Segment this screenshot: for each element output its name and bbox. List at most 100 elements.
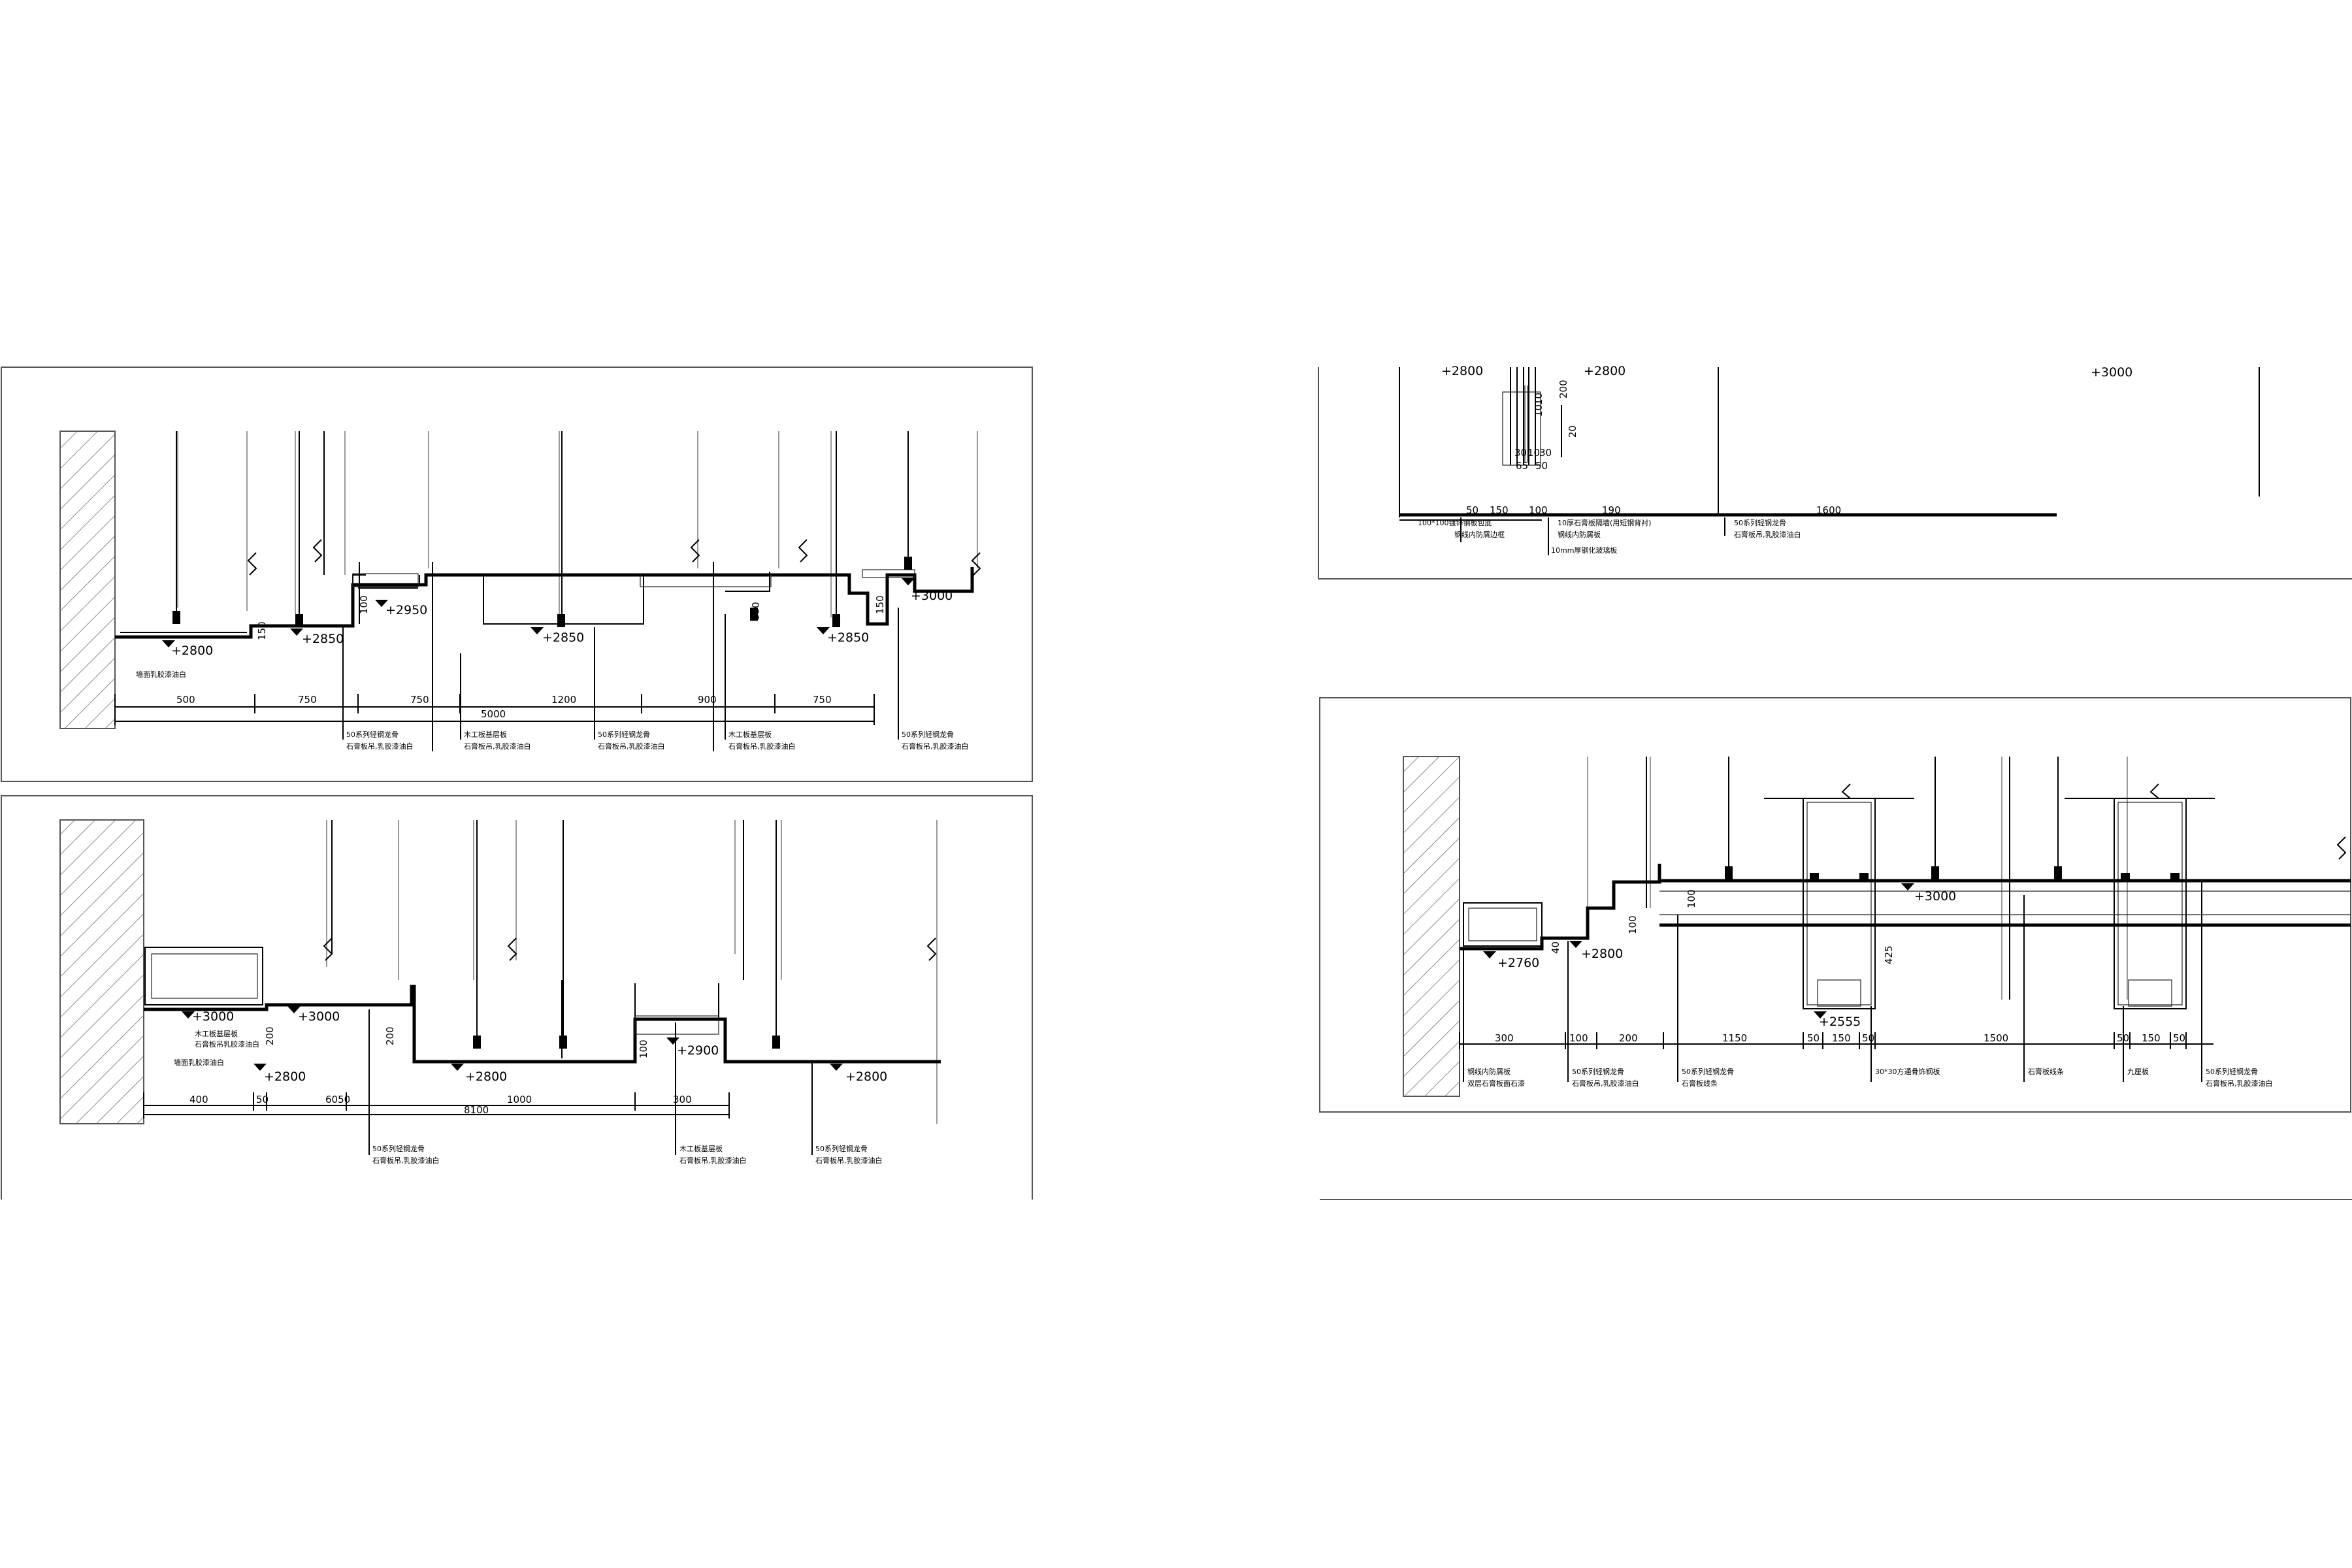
svg-text:1000: 1000 xyxy=(507,1094,532,1105)
svg-text:1500: 1500 xyxy=(1984,1032,2008,1044)
svg-text:石膏板线条: 石膏板线条 xyxy=(2028,1067,2064,1076)
svg-text:20: 20 xyxy=(1567,425,1578,438)
panel-b-ceiling-profile xyxy=(144,985,941,1064)
svg-text:300: 300 xyxy=(673,1094,692,1105)
svg-text:石膏板线条: 石膏板线条 xyxy=(1682,1079,1718,1088)
svg-text:100: 100 xyxy=(1686,889,1697,908)
svg-text:石膏板吊,乳胶漆油白: 石膏板吊,乳胶漆油白 xyxy=(728,742,796,751)
panel-b-level-6: +2800 xyxy=(845,1070,887,1084)
svg-text:木工板基层板: 木工板基层板 xyxy=(464,730,507,739)
panel-d-section: +2760 +2800 +3000 +2555 100 100 425 40 xyxy=(1319,697,2352,1200)
panel-b-box-edges xyxy=(411,983,719,1020)
panel-c-partition xyxy=(1502,391,1541,466)
svg-text:150: 150 xyxy=(1490,504,1509,516)
panel-a-level-6: +3000 xyxy=(911,589,953,603)
panel-c-dimension-chain: 50 150 100 190 1600 xyxy=(1466,504,1841,516)
panel-b-box-1 xyxy=(634,1015,719,1035)
svg-text:石膏板吊,乳胶漆油白: 石膏板吊,乳胶漆油白 xyxy=(815,1156,883,1165)
panel-a-dimension-chain: 500 750 750 1200 900 750 5000 xyxy=(114,694,875,725)
panel-a-vertical-dims: 150 100 100 150 xyxy=(256,595,886,640)
svg-text:50系列轻钢龙骨: 50系列轻钢龙骨 xyxy=(815,1144,868,1153)
svg-text:150: 150 xyxy=(2142,1032,2161,1044)
panel-b-level-3: +2800 xyxy=(264,1070,306,1084)
panel-d-box-beam-2 xyxy=(2065,798,2215,1009)
svg-text:750: 750 xyxy=(813,694,832,706)
panel-a-level-5: +2850 xyxy=(827,630,869,645)
svg-text:50系列轻钢龙骨: 50系列轻钢龙骨 xyxy=(598,730,650,739)
panel-a-wall-hatch xyxy=(59,431,116,729)
panel-b-section: +3000 +3000 +2800 +2800 +2900 +2800 200 … xyxy=(1,795,1033,1200)
svg-text:1150: 1150 xyxy=(1722,1032,1747,1044)
panel-d-vertical-dims: 100 100 425 40 xyxy=(1550,889,1895,964)
panel-b-left-notes: 木工板基层板 石膏板吊乳胶漆油白 墙面乳胶漆油白 xyxy=(174,1029,259,1067)
svg-text:6050: 6050 xyxy=(325,1094,350,1105)
svg-text:100: 100 xyxy=(1569,1032,1588,1044)
panel-b-wall-hatch xyxy=(59,819,144,1124)
svg-text:100: 100 xyxy=(638,1039,649,1058)
svg-text:100: 100 xyxy=(1627,915,1639,934)
svg-text:50系列轻钢龙骨: 50系列轻钢龙骨 xyxy=(1682,1067,1734,1076)
svg-text:10: 10 xyxy=(1527,447,1540,459)
svg-text:200: 200 xyxy=(384,1026,396,1045)
panel-a-box-1 xyxy=(352,573,419,587)
svg-text:30: 30 xyxy=(1539,447,1552,459)
panel-d-hanger-rods xyxy=(1587,757,2128,1000)
svg-text:50: 50 xyxy=(1466,504,1478,516)
svg-text:100: 100 xyxy=(358,595,370,614)
panel-a-level-3: +2950 xyxy=(385,603,427,617)
svg-text:50系列轻钢龙骨: 50系列轻钢龙骨 xyxy=(1734,518,1786,527)
svg-text:双层石膏板面石漆: 双层石膏板面石漆 xyxy=(1467,1079,1525,1088)
panel-d-hangers xyxy=(1646,757,2059,1000)
svg-text:1600: 1600 xyxy=(1816,504,1841,516)
panel-a-wall-note: 墙面乳胶漆油白 xyxy=(136,670,186,679)
panel-a-level-markers: +2800 +2850 +2950 +2850 +2850 +3000 xyxy=(162,578,953,658)
panel-b-level-5: +2900 xyxy=(677,1043,719,1058)
panel-c-level-1: +2800 xyxy=(1441,364,1483,378)
svg-text:石膏板吊,乳胶漆油白: 石膏板吊,乳胶漆油白 xyxy=(372,1156,440,1165)
panel-d-level-2: +2800 xyxy=(1581,947,1623,961)
svg-text:50系列轻钢龙骨: 50系列轻钢龙骨 xyxy=(346,730,399,739)
svg-text:石膏板吊,乳胶漆油白: 石膏板吊,乳胶漆油白 xyxy=(346,742,414,751)
panel-c-level-3: +3000 xyxy=(2091,365,2132,380)
panel-b-level-4: +2800 xyxy=(465,1070,507,1084)
svg-text:木工板基层板: 木工板基层板 xyxy=(679,1144,723,1153)
svg-text:50系列轻钢龙骨: 50系列轻钢龙骨 xyxy=(372,1144,425,1153)
panel-d-ceiling-profile xyxy=(1460,864,1661,951)
svg-text:钢线内防屑板: 钢线内防屑板 xyxy=(1467,1067,1511,1076)
panel-a-hanger-rods xyxy=(177,431,978,617)
panel-c-frame xyxy=(1318,367,2352,580)
panel-b-level-1: +3000 xyxy=(192,1009,234,1024)
svg-text:50: 50 xyxy=(2173,1032,2185,1044)
svg-text:石膏板吊乳胶漆油白: 石膏板吊乳胶漆油白 xyxy=(195,1039,259,1049)
svg-text:钢线内防屑板: 钢线内防屑板 xyxy=(1558,530,1601,539)
panel-d-frame xyxy=(1319,697,2351,1113)
svg-text:石膏板吊,乳胶漆油白: 石膏板吊,乳胶漆油白 xyxy=(902,742,969,751)
svg-text:100: 100 xyxy=(750,602,762,621)
panel-a-leader-notes: 50系列轻钢龙骨 石膏板吊,乳胶漆油白 木工板基层板 石膏板吊,乳胶漆油白 50… xyxy=(342,608,969,751)
panel-b-hanger-clips xyxy=(473,1036,780,1049)
panel-d-level-1: +2760 xyxy=(1497,956,1539,970)
svg-text:1200: 1200 xyxy=(551,694,576,706)
panel-d-cabinet-box xyxy=(1463,902,1543,947)
panel-c-vertical-dims: 10 10 200 20 xyxy=(1533,380,1578,438)
panel-b-dimension-chain: 400 50 6050 1000 300 8100 xyxy=(143,1092,730,1119)
svg-text:10: 10 xyxy=(1533,393,1544,405)
svg-text:50系列轻钢龙骨: 50系列轻钢龙骨 xyxy=(1572,1067,1624,1076)
svg-text:400: 400 xyxy=(189,1094,208,1105)
panel-b-vertical-dims: 200 200 100 xyxy=(264,1026,649,1058)
svg-text:石膏板吊,乳胶漆油白: 石膏板吊,乳胶漆油白 xyxy=(1734,530,1801,539)
panel-a-level-4: +2850 xyxy=(542,630,584,645)
panel-c-levels: +2800 +2800 +3000 xyxy=(1441,364,2132,380)
panel-c-section: +2800 +2800 +3000 10 10 200 20 30 10 30 … xyxy=(1318,364,2352,580)
svg-text:九厘板: 九厘板 xyxy=(2127,1067,2149,1076)
svg-text:300: 300 xyxy=(1495,1032,1514,1044)
panel-b-frame xyxy=(1,795,1033,1200)
svg-text:石膏板吊,乳胶漆油白: 石膏板吊,乳胶漆油白 xyxy=(464,742,531,751)
panel-d-leader-notes: 钢线内防屑板 双层石膏板面石漆 50系列轻钢龙骨 石膏板吊,乳胶漆油白 50系列… xyxy=(1463,882,2273,1088)
panel-d-break-marks xyxy=(1841,783,2347,860)
panel-d-box-beam-1 xyxy=(1764,798,1914,1009)
svg-text:8100: 8100 xyxy=(464,1104,489,1116)
panel-a-hanger-clips xyxy=(172,557,912,627)
panel-c-small-dims: 30 10 30 65 50 xyxy=(1514,447,1552,472)
svg-text:190: 190 xyxy=(1602,504,1621,516)
